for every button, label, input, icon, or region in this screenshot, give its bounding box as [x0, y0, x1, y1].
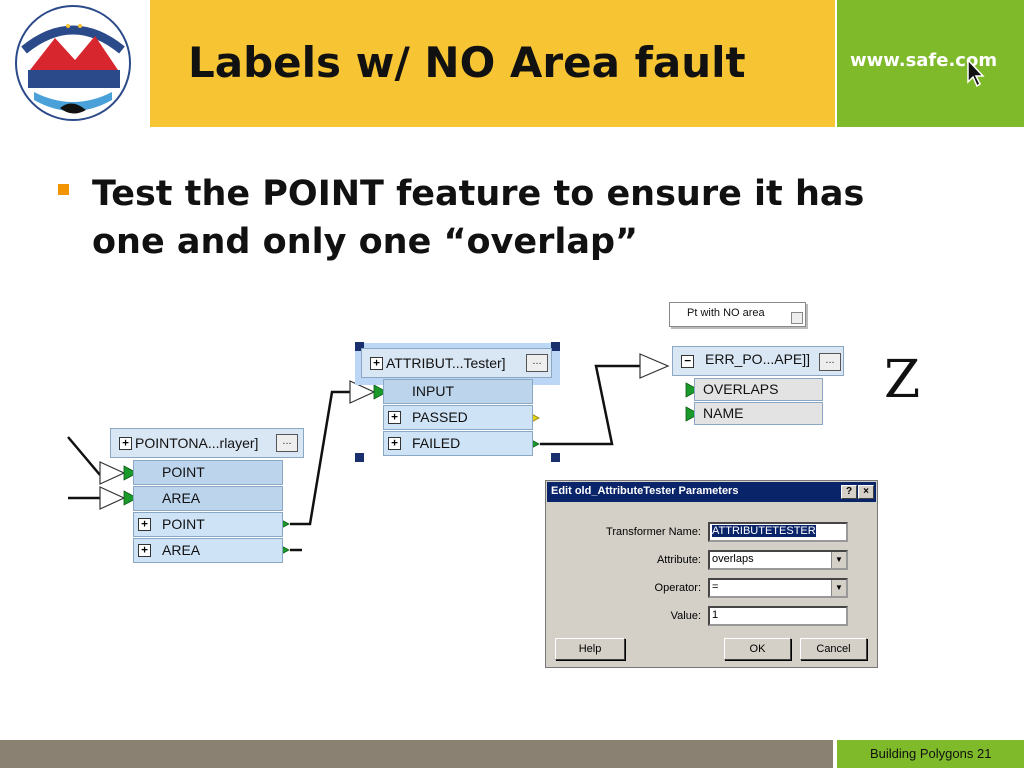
input-triangle-area — [99, 486, 126, 510]
port-point-in[interactable]: POINT — [133, 460, 283, 485]
help-title-button[interactable]: ? — [841, 485, 857, 499]
port-arrow-area-in — [123, 490, 138, 506]
expand-icon[interactable]: + — [138, 518, 151, 531]
attr-overlaps[interactable]: OVERLAPS — [694, 378, 823, 401]
footer-brand-box — [837, 740, 1024, 768]
pointonarea-title: POINTONA...rlayer] — [135, 435, 259, 451]
collapse-icon[interactable]: − — [681, 355, 694, 368]
title-band — [150, 0, 835, 127]
operator-label: Operator: — [654, 582, 701, 594]
logo-area — [0, 0, 150, 127]
bullet-marker — [58, 184, 69, 195]
selection-handle[interactable] — [551, 453, 560, 462]
port-arrow-overlaps — [685, 382, 700, 398]
ok-button[interactable]: OK — [724, 638, 791, 660]
attributetester-header[interactable]: + ATTRIBUT...Tester] ... — [361, 348, 552, 378]
connector-point-to-input — [290, 390, 352, 526]
dialog-title: Edit old_AttributeTester Parameters — [551, 485, 739, 497]
z-glyph: Z — [884, 350, 921, 410]
selection-handle[interactable] — [355, 342, 364, 351]
attribute-tester-dialog: Edit old_AttributeTester Parameters ? × … — [545, 480, 878, 668]
port-passed[interactable]: + PASSED — [383, 405, 533, 430]
dialog-titlebar[interactable]: Edit old_AttributeTester Parameters ? × — [547, 482, 876, 502]
input-triangle-point — [99, 461, 126, 485]
port-arrow-point-in — [123, 465, 138, 481]
footer-bar — [0, 740, 833, 768]
mouse-pointer-icon — [967, 58, 985, 88]
port-failed[interactable]: + FAILED — [383, 431, 533, 456]
site-url-link[interactable]: www.safe.com — [850, 50, 998, 71]
transformer-name-input[interactable]: ATTRIBUTETESTER — [708, 522, 848, 542]
expand-icon[interactable]: + — [138, 544, 151, 557]
brand-box — [837, 0, 1024, 127]
more-button[interactable]: ... — [276, 434, 298, 452]
attribute-label: Attribute: — [656, 554, 701, 566]
annotation-note[interactable]: Pt with NO area — [669, 302, 806, 327]
bullet-text: Test the POINT feature to ensure it has … — [92, 174, 865, 262]
attribute-select[interactable]: overlaps ▼ — [708, 550, 848, 570]
port-input[interactable]: INPUT — [383, 379, 533, 404]
attr-name[interactable]: NAME — [694, 402, 823, 425]
err-writer-header[interactable]: − ERR_PO...APE]] ... — [672, 346, 844, 376]
page-title: Labels w/ NO Area fault — [188, 38, 746, 87]
port-arrow-input — [373, 384, 388, 400]
err-writer-title: ERR_PO...APE]] — [705, 351, 811, 367]
port-area-in[interactable]: AREA — [133, 486, 283, 511]
collapse-icon[interactable]: + — [370, 357, 383, 370]
note-fold-icon — [791, 312, 803, 324]
close-icon[interactable]: × — [858, 485, 874, 499]
footer-page-label: Building Polygons 21 — [870, 746, 992, 761]
value-input[interactable]: 1 — [708, 606, 848, 626]
attributetester-title: ATTRIBUT...Tester] — [386, 355, 506, 371]
pointonarea-header[interactable]: + POINTONA...rlayer] ... — [110, 428, 304, 458]
chevron-down-icon[interactable]: ▼ — [831, 580, 846, 596]
connector-in-point — [67, 436, 101, 476]
value-label: Value: — [670, 610, 701, 622]
transformer-name-label: Transformer Name: — [606, 526, 701, 538]
connector-failed-to-writer — [540, 364, 640, 446]
selection-handle[interactable] — [551, 342, 560, 351]
input-triangle-writer — [639, 353, 670, 379]
expand-icon[interactable]: + — [388, 437, 401, 450]
collapse-icon[interactable]: + — [119, 437, 132, 450]
input-triangle-tester — [349, 380, 376, 404]
more-button[interactable]: ... — [819, 353, 841, 371]
fme-logo-icon — [15, 5, 131, 121]
port-point-out[interactable]: + POINT — [133, 512, 283, 537]
port-arrow-name — [685, 406, 700, 422]
chevron-down-icon[interactable]: ▼ — [831, 552, 846, 568]
operator-select[interactable]: = ▼ — [708, 578, 848, 598]
expand-icon[interactable]: + — [388, 411, 401, 424]
selection-handle[interactable] — [355, 453, 364, 462]
help-button[interactable]: Help — [555, 638, 625, 660]
cancel-button[interactable]: Cancel — [800, 638, 867, 660]
more-button[interactable]: ... — [526, 354, 548, 372]
port-area-out[interactable]: + AREA — [133, 538, 283, 563]
